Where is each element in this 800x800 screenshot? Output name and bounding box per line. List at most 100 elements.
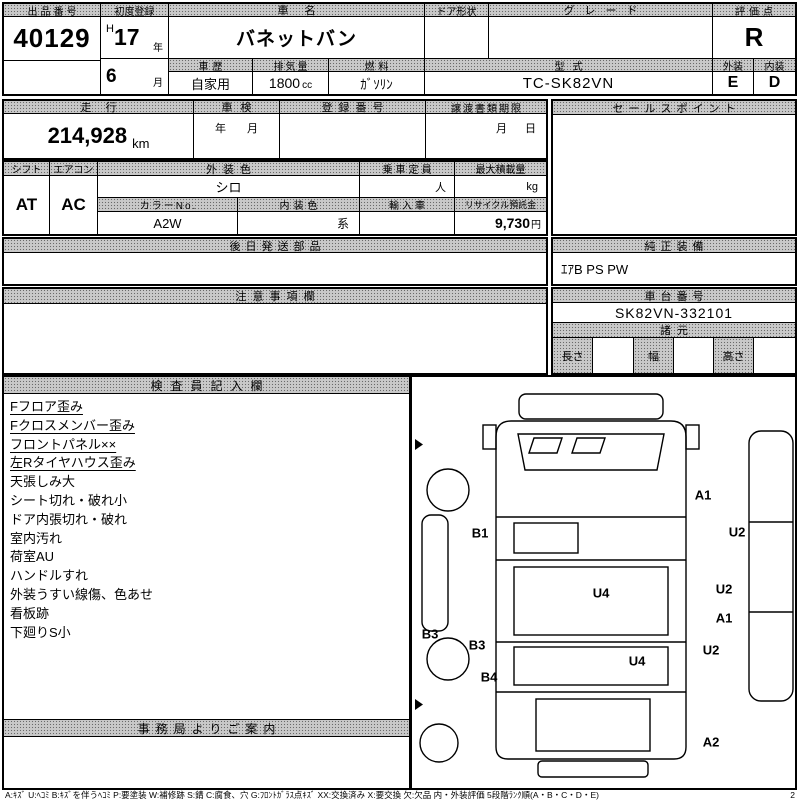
car-top-view (482, 393, 700, 778)
damage-marker-u4: U4 (629, 654, 646, 669)
notes-section: 注意事項欄 (2, 287, 548, 375)
recycle-deposit-label: リサイクル預託金 (455, 198, 546, 212)
damage-marker-a2: A2 (703, 735, 720, 750)
model-code-value: TC-SK82VN (425, 72, 713, 94)
left-side-panel (421, 514, 449, 632)
displacement-unit: cc (302, 80, 313, 91)
office-info-value (4, 737, 409, 788)
page-number: 2 (790, 790, 795, 800)
inspection-expiry-label: 車検 (194, 101, 280, 114)
office-info-label: 事務局よりご案内 (4, 719, 409, 737)
exterior-score-value: E (713, 72, 754, 94)
color-no-value: A2W (98, 212, 238, 234)
spare-tire (419, 723, 459, 763)
first-registration-month-cell: 6 月 (101, 59, 169, 94)
inspection-note-item: 外装うすい線傷、色あせ (10, 586, 154, 602)
car-name-label: 車名 (169, 4, 425, 17)
grade-value (489, 17, 713, 59)
damage-marker-u4: U4 (593, 586, 610, 601)
shift-value: AT (4, 176, 50, 234)
chassis-number-label: 車台番号 (553, 289, 795, 303)
model-code-label: 型式 (425, 59, 713, 72)
factory-equipment-label: 純正装備 (553, 239, 795, 253)
max-load-value: kg (455, 176, 546, 198)
damage-marker-b3: B3 (422, 627, 439, 642)
left-mirror (482, 424, 497, 450)
damage-marker-a1: A1 (716, 611, 733, 626)
right-wiper (571, 437, 606, 454)
damage-marker-b1: B1 (472, 526, 489, 541)
notes-label: 注意事項欄 (4, 289, 546, 304)
width-value (674, 338, 714, 373)
mileage-value: 214,928 km (4, 114, 194, 158)
windshield (517, 433, 665, 471)
orientation-triangle-top (415, 439, 423, 450)
interior-score-label: 内装 (754, 59, 795, 72)
header-section: 出品番号 40129 初度登録 H 17 年 6 月 車名 バネットバン 車歴 … (2, 2, 797, 96)
left-rear-wheel (426, 637, 470, 681)
grade-label: グレード (489, 4, 713, 17)
car-history-label: 車歴 (169, 59, 253, 72)
auction-number-value: 40129 (4, 17, 101, 61)
later-shipping-parts-value (4, 253, 546, 284)
side-views (419, 430, 794, 763)
registration-number-value (280, 114, 426, 158)
transfer-day-suffix: 日 (525, 123, 536, 135)
left-front-wheel (426, 468, 470, 512)
capacity-label: 乗車定員 (360, 162, 455, 176)
rear-bumper (537, 760, 649, 778)
front-bumper (518, 393, 664, 420)
car-name-value: バネットバン (169, 17, 425, 59)
specification-section: シフト AT エアコン AC 外装色 シロ カラーNo. A2W 内装色 系 乗… (2, 160, 548, 236)
inspection-note-item: ハンドルすれ (10, 568, 89, 584)
legend-footer: A:ｷｽﾞ U:ﾍｺﾐ B:ｷｽﾞを伴うﾍｺﾐ P:要塗装 W:補修跡 S:錆 … (2, 790, 798, 800)
import-car-label: 輸入車 (360, 198, 455, 212)
transfer-month-suffix: 月 (496, 123, 507, 135)
aircon-value: AC (50, 176, 98, 234)
month-suffix: 月 (153, 78, 163, 89)
registration-section: 走行 214,928 km 車検 年 月 登録番号 譲渡書類期限 月 日 (2, 99, 548, 160)
factory-equipment-value: ｴｱB PS PW (561, 262, 629, 277)
inspection-month-suffix: 月 (247, 123, 258, 135)
registration-number-label: 登録番号 (280, 101, 426, 114)
cargo-floor-area (513, 566, 669, 636)
notes-value (4, 304, 546, 373)
factory-equipment-section: 純正装備 ｴｱB PS PW (551, 237, 797, 286)
first-registration-year-cell: H 17 年 (101, 17, 169, 59)
inspection-year-suffix: 年 (215, 123, 226, 135)
sales-point-section: セールスポイント (551, 99, 797, 236)
inspection-expiry-value: 年 月 (194, 114, 280, 158)
auction-number-extra-box (4, 61, 101, 94)
inspection-note-item: 荷室AU (10, 549, 55, 565)
exterior-color-label: 外装色 (98, 162, 360, 176)
car-body-outline (495, 420, 687, 760)
color-no-label: カラーNo. (98, 198, 238, 212)
left-wiper (528, 437, 563, 454)
exterior-color-value: シロ (98, 176, 360, 198)
mileage-unit: km (132, 136, 150, 151)
import-car-value (360, 212, 455, 234)
inspection-note-item: シート切れ・破れ小 (10, 492, 128, 508)
first-reg-year-value: 17 (113, 24, 140, 50)
fuel-value: ｶﾞｿﾘﾝ (329, 72, 425, 94)
later-shipping-parts-label: 後日発送部品 (4, 239, 546, 253)
transfer-deadline-label: 譲渡書類期限 (426, 101, 546, 114)
overall-score-value: R (713, 17, 795, 59)
inspection-note-item: Fクロスメンバー歪み (10, 417, 135, 433)
recycle-deposit-unit: 円 (531, 220, 541, 231)
year-suffix: 年 (153, 43, 163, 54)
displacement-label: 排気量 (253, 59, 329, 72)
damage-marker-u2: U2 (716, 582, 733, 597)
score-label: 評価点 (713, 4, 795, 17)
inspection-note-item: 左Rタイヤハウス歪み (10, 455, 136, 471)
displacement-value: 1800 cc (253, 72, 329, 94)
rear-cargo-area (535, 698, 651, 752)
shift-label: シフト (4, 162, 50, 176)
inspection-note-item: 下廻りS小 (10, 624, 71, 640)
damage-marker-u2: U2 (729, 525, 746, 540)
damage-marker-u2: U2 (703, 643, 720, 658)
damage-marker-b4: B4 (481, 670, 498, 685)
